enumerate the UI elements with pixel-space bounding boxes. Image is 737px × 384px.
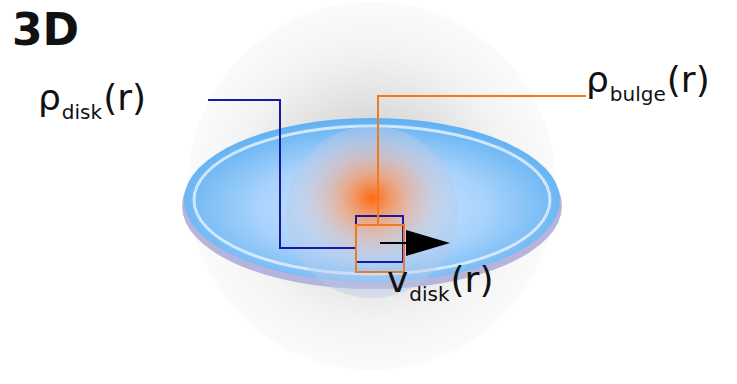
argument: (r) (667, 62, 710, 98)
argument: (r) (451, 262, 494, 298)
arrowhead (406, 230, 450, 256)
symbol: ρ (38, 80, 61, 116)
leader-line (378, 96, 586, 225)
inner-sphere (286, 126, 458, 298)
disk (184, 118, 560, 282)
subscript: disk (409, 284, 449, 304)
disk-box (356, 216, 403, 262)
argument: (r) (103, 80, 146, 116)
panel-title: 3D (12, 8, 79, 52)
symbol: v (387, 262, 408, 298)
symbol: ρ (586, 62, 609, 98)
subscript: disk (62, 102, 102, 122)
subscript: bulge (610, 84, 666, 104)
leader-line (208, 100, 356, 248)
